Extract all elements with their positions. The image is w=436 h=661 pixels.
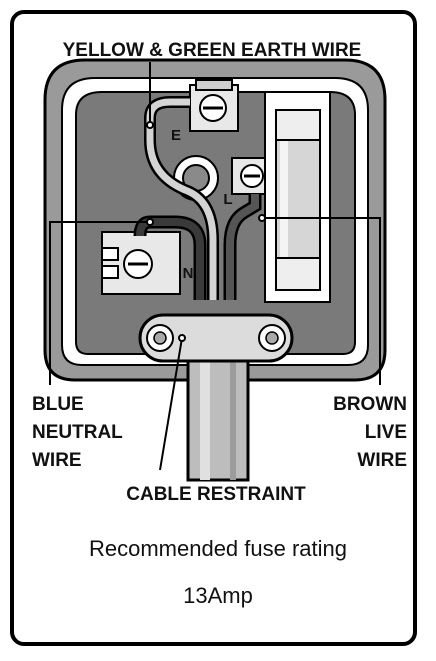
cable-restraint-label: CABLE RESTRAINT bbox=[126, 484, 306, 505]
live-label-line3: WIRE bbox=[357, 450, 407, 471]
live-wire bbox=[223, 194, 262, 300]
neutral-wire bbox=[133, 215, 207, 300]
terminal-n-label: N bbox=[183, 265, 194, 282]
earth-wire-label: YELLOW & GREEN EARTH WIRE bbox=[63, 40, 362, 61]
neutral-label-line1: BLUE bbox=[32, 394, 84, 415]
terminal-l-label: L bbox=[223, 191, 232, 208]
live-terminal bbox=[231, 157, 273, 195]
terminal-e-label: E bbox=[171, 127, 181, 144]
fuse-rating-value: 13Amp bbox=[183, 583, 253, 608]
live-label-line1: BROWN bbox=[333, 394, 407, 415]
fuse-rating-caption: Recommended fuse rating bbox=[88, 536, 348, 561]
neutral-terminal bbox=[101, 231, 181, 295]
earth-terminal bbox=[189, 79, 239, 132]
fuse bbox=[264, 91, 331, 303]
neutral-label-line2: NEUTRAL bbox=[32, 422, 123, 443]
cable-restraint bbox=[138, 313, 294, 363]
neutral-label-line3: WIRE bbox=[32, 450, 82, 471]
leader-lines bbox=[49, 62, 381, 471]
earth-wire bbox=[144, 96, 219, 300]
live-label-line2: LIVE bbox=[365, 422, 407, 443]
